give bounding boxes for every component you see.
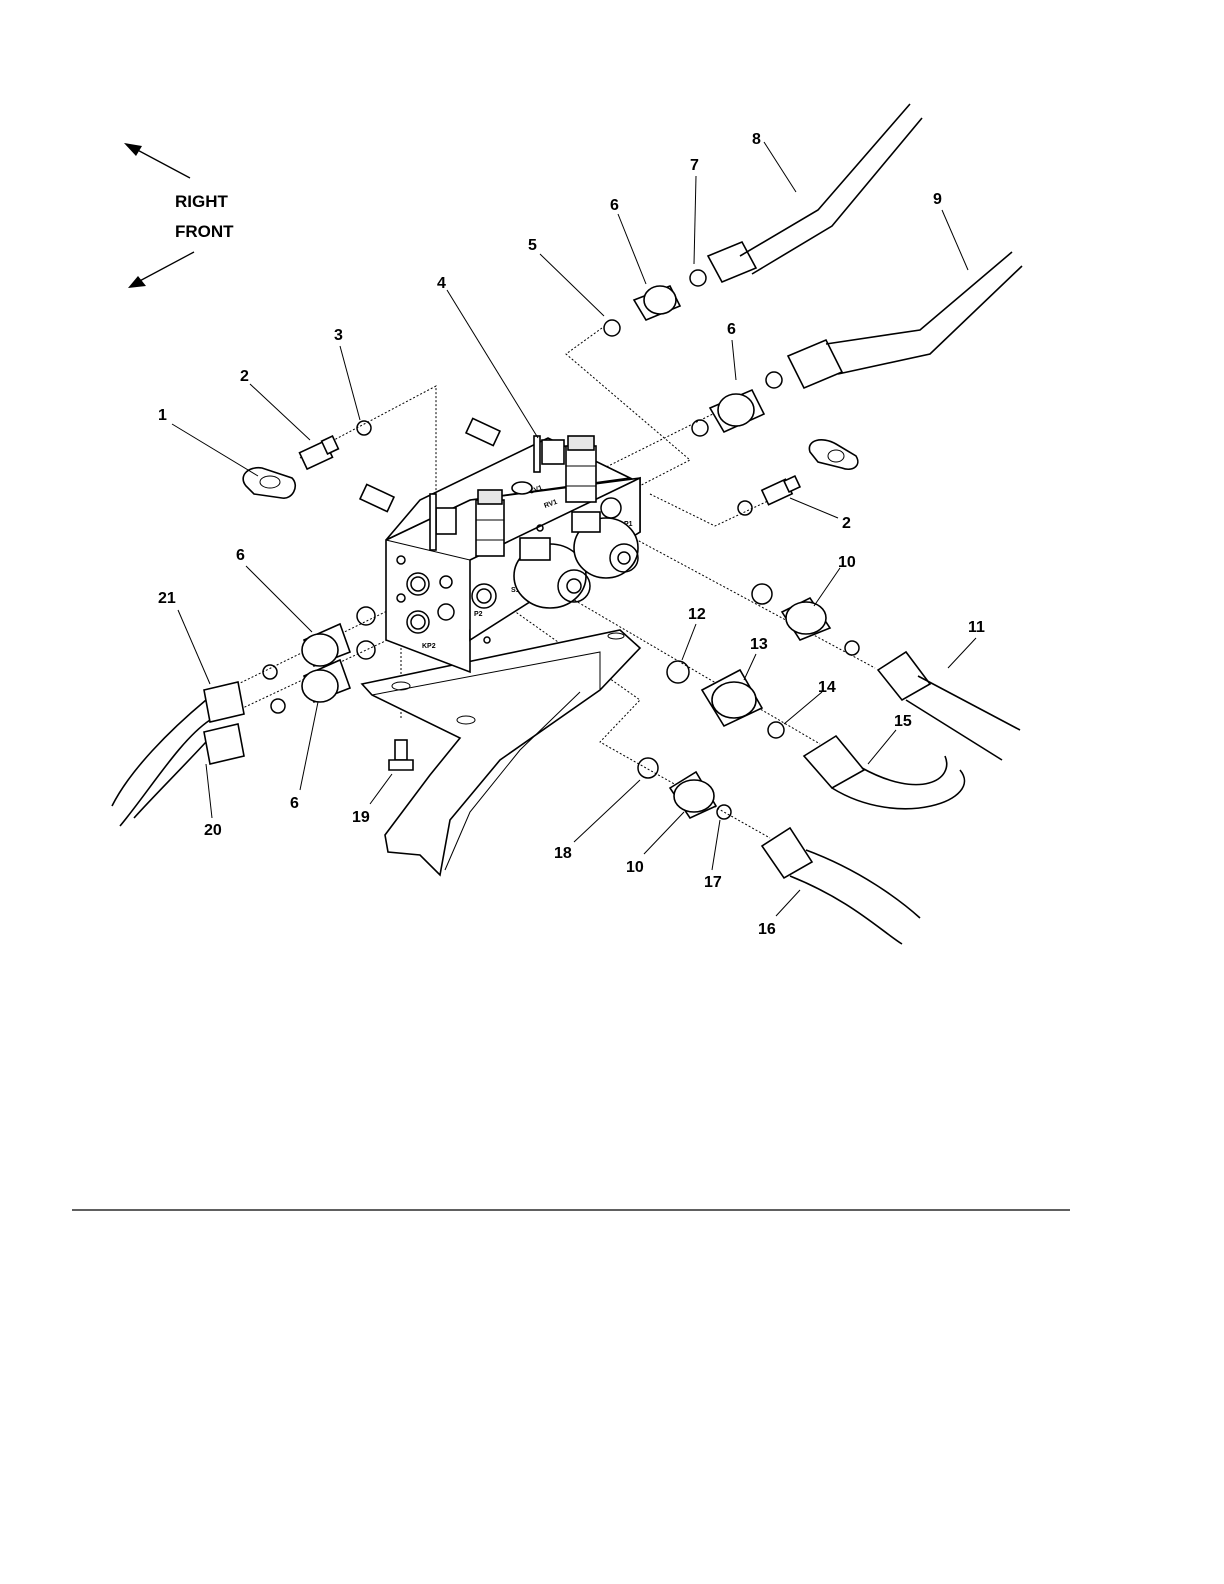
callout-17: 17 — [704, 874, 722, 891]
callout-13: 13 — [750, 636, 768, 653]
callout-7: 7 — [690, 157, 699, 174]
callout-8: 8 — [752, 131, 761, 148]
callout-18: 18 — [554, 845, 572, 862]
fitting-part-2-right — [738, 440, 858, 515]
bolt-part-19 — [389, 740, 413, 770]
callout-12: 12 — [688, 606, 706, 623]
callout-14: 14 — [818, 679, 836, 696]
right-arrow-head — [124, 143, 142, 156]
callout-4: 4 — [437, 275, 446, 292]
o-ring-part-3 — [357, 421, 371, 435]
callout-15: 15 — [894, 713, 912, 730]
left-fitting-stack-6-20-21 — [112, 607, 375, 826]
callout-6-left-lower: 6 — [290, 795, 299, 812]
callout-2-left: 2 — [240, 368, 249, 385]
callout-19: 19 — [352, 809, 370, 826]
callout-21: 21 — [158, 590, 176, 607]
port-mark-kp2: KP2 — [422, 643, 436, 650]
callout-6-middle: 6 — [727, 321, 736, 338]
callout-2-right: 2 — [842, 515, 851, 532]
callout-16: 16 — [758, 921, 776, 938]
callout-1: 1 — [158, 407, 167, 424]
direction-indicator: RIGHT FRONT — [124, 143, 234, 288]
callout-11: 11 — [968, 619, 985, 636]
front-arrow-head — [128, 276, 146, 288]
front-direction-label: FRONT — [175, 222, 234, 241]
fitting-part-2-left — [300, 436, 339, 469]
callout-10-lower: 10 — [626, 859, 644, 876]
callout-20: 20 — [204, 822, 222, 839]
upper-fitting-stack — [604, 104, 922, 336]
callout-5: 5 — [528, 237, 537, 254]
callout-6-left-upper: 6 — [236, 547, 245, 564]
right-direction-label: RIGHT — [175, 192, 229, 211]
callout-3: 3 — [334, 327, 343, 344]
right-fitting-stack-10-11 — [752, 584, 1020, 760]
front-arrow-line — [134, 252, 194, 284]
port-mark-p2: P2 — [474, 611, 483, 618]
fitting-stack-16-18 — [638, 758, 920, 944]
callout-10-right: 10 — [838, 554, 856, 571]
middle-fitting-stack — [692, 252, 1022, 436]
callout-9: 9 — [933, 191, 942, 208]
callout-6-top: 6 — [610, 197, 619, 214]
